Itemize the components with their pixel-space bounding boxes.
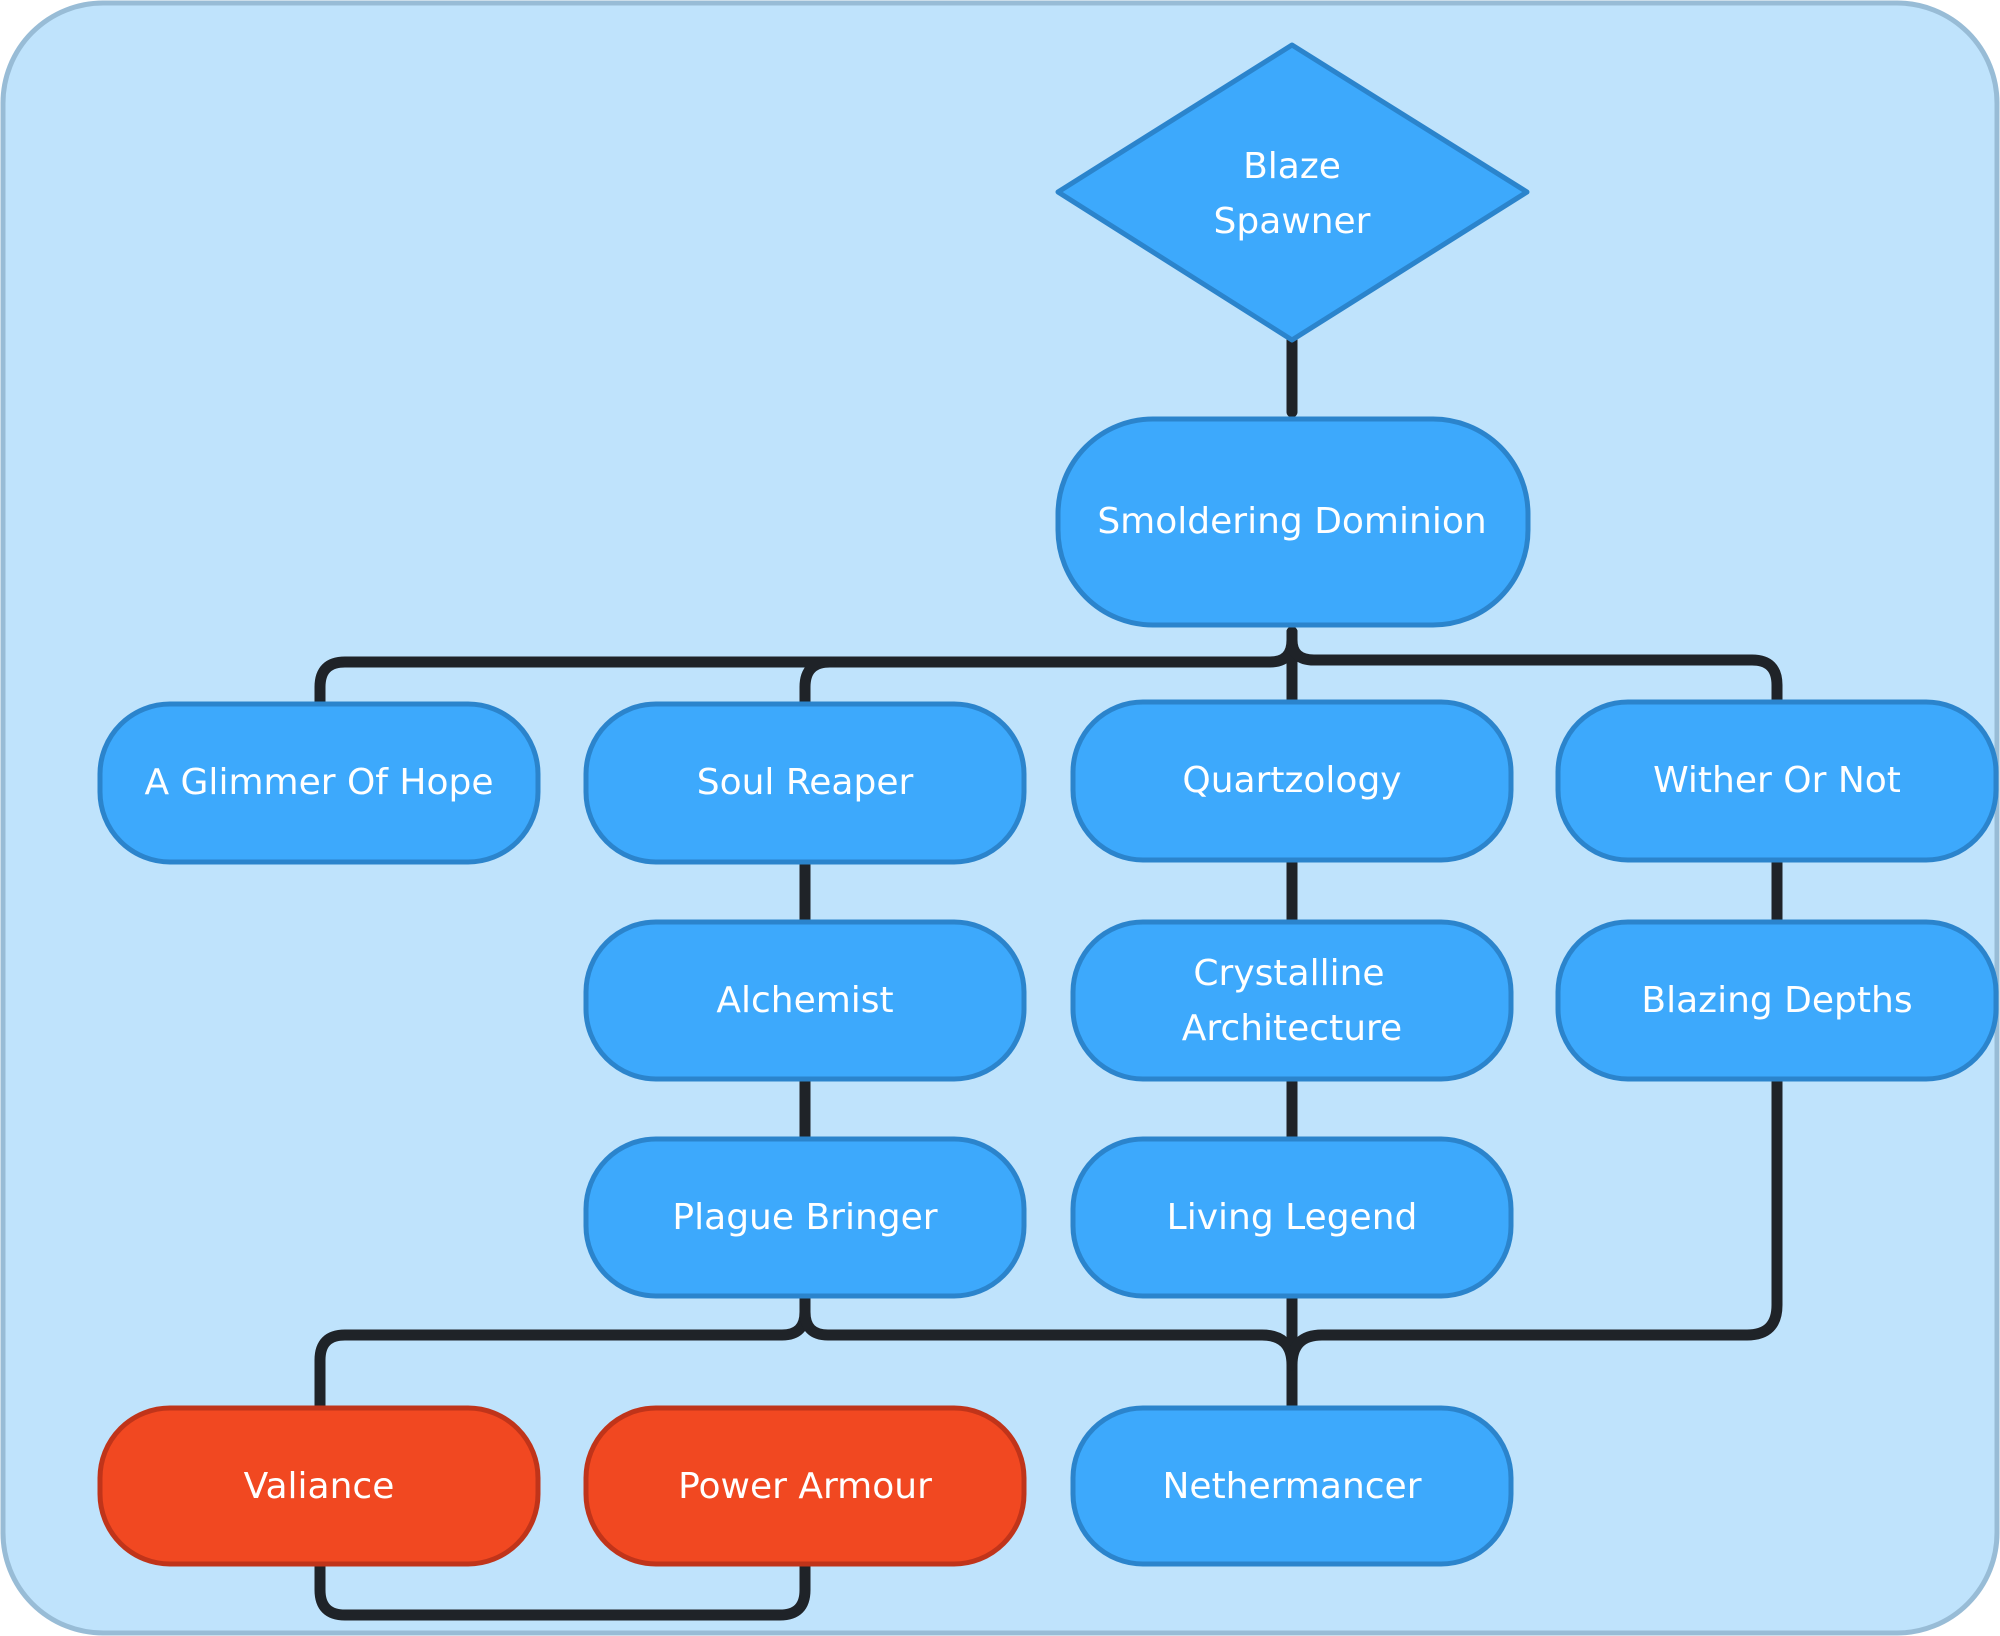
- edges: [314, 334, 1783, 1621]
- node-box: [1070, 1405, 1514, 1567]
- node-blaze-spawner[interactable]: Blaze Spawner: [1055, 42, 1530, 343]
- node-label: Nethermancer: [1162, 1466, 1421, 1507]
- diamond-shape: [1055, 42, 1530, 343]
- node-label-line-2: Spawner: [1214, 201, 1371, 242]
- node-label-line-1: Blaze: [1243, 146, 1341, 187]
- node-label: Power Armour: [678, 1466, 932, 1507]
- edge-valiance-to-power-armour: [314, 1560, 811, 1621]
- node-box: [97, 1405, 541, 1567]
- node-nethermancer[interactable]: Nethermancer: [1070, 1405, 1514, 1567]
- node-box: [583, 1136, 1027, 1299]
- node-label: Living Legend: [1167, 1197, 1418, 1238]
- node-valiance[interactable]: Valiance: [97, 1405, 541, 1567]
- node-box: [583, 919, 1027, 1082]
- node-label: Quartzology: [1182, 760, 1401, 801]
- edge-blazing-depths-to-nethermancer: [1286, 1075, 1783, 1371]
- node-box: [1555, 699, 1999, 863]
- node-plague-bringer[interactable]: Plague Bringer: [583, 1136, 1027, 1299]
- node-box: [97, 701, 541, 865]
- node-label: Wither Or Not: [1653, 760, 1901, 801]
- node-box: [1070, 1136, 1514, 1299]
- node-box: [583, 1405, 1027, 1567]
- node-power-armour[interactable]: Power Armour: [583, 1405, 1027, 1567]
- node-box: [1555, 919, 1999, 1082]
- node-label: Soul Reaper: [697, 762, 914, 803]
- node-soul-reaper[interactable]: Soul Reaper: [583, 701, 1027, 865]
- node-label-line-2: Architecture: [1182, 1008, 1402, 1049]
- node-a-glimmer-of-hope[interactable]: A Glimmer Of Hope: [97, 701, 541, 865]
- edge-smoldering-to-wither: [1286, 626, 1783, 706]
- nodes: Blaze Spawner Smoldering Dominion A Glim…: [97, 42, 1999, 1567]
- node-smoldering-dominion[interactable]: Smoldering Dominion: [1055, 416, 1531, 628]
- node-box: [1070, 919, 1514, 1082]
- node-box: [1055, 416, 1531, 628]
- node-label: Valiance: [244, 1466, 395, 1507]
- node-box: [583, 701, 1027, 865]
- node-label: Blazing Depths: [1641, 980, 1912, 1021]
- node-crystalline-architecture[interactable]: Crystalline Architecture: [1070, 919, 1514, 1082]
- node-label: Smoldering Dominion: [1097, 501, 1486, 542]
- node-label: Alchemist: [716, 980, 893, 1021]
- node-label: Plague Bringer: [672, 1197, 937, 1238]
- node-blazing-depths[interactable]: Blazing Depths: [1555, 919, 1999, 1082]
- node-alchemist[interactable]: Alchemist: [583, 919, 1027, 1082]
- node-living-legend[interactable]: Living Legend: [1070, 1136, 1514, 1299]
- node-box: [1070, 699, 1514, 863]
- node-quartzology[interactable]: Quartzology: [1070, 699, 1514, 863]
- edge-smoldering-to-soul-reaper: [799, 656, 836, 708]
- node-label: A Glimmer Of Hope: [144, 762, 493, 803]
- node-label-line-1: Crystalline: [1193, 953, 1384, 994]
- node-wither-or-not[interactable]: Wither Or Not: [1555, 699, 1999, 863]
